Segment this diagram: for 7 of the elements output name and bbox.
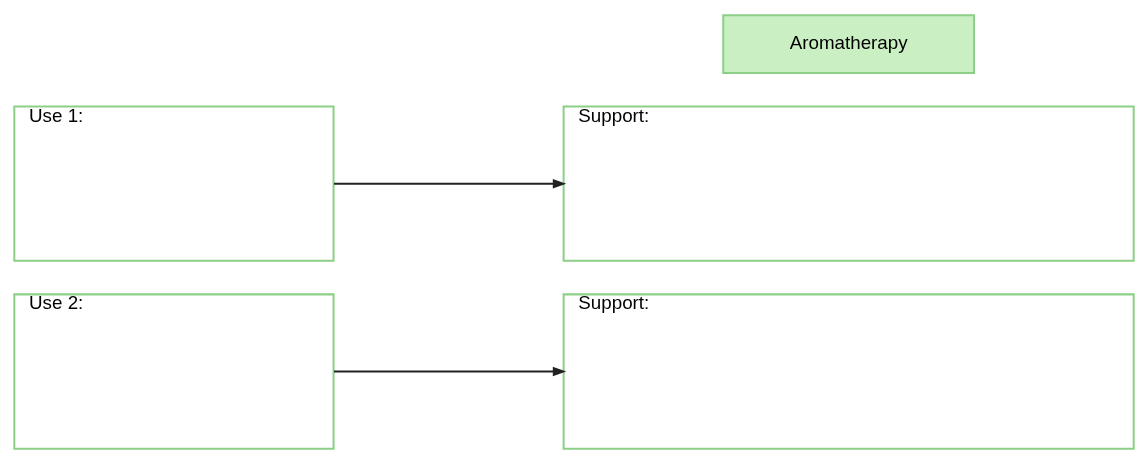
node-box: Use 1: [13, 105, 335, 262]
arrow [334, 366, 567, 376]
node-box: Support: [562, 292, 1135, 450]
arrow [334, 178, 567, 188]
node-box: Use 2: [13, 292, 335, 450]
node-box: Aromatherapy [722, 13, 976, 74]
node-box: Support: [562, 105, 1135, 262]
